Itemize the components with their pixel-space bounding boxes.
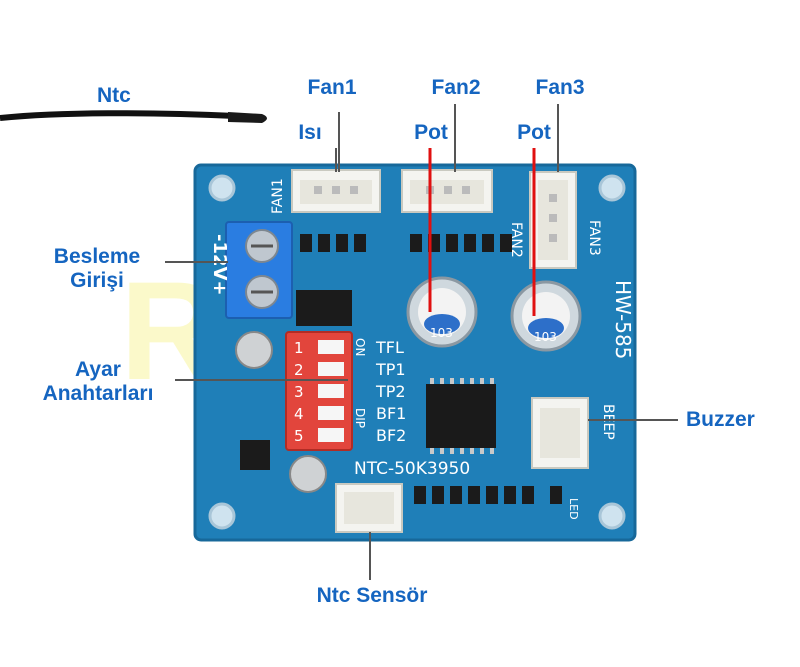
resistor-row-bottom	[414, 486, 562, 504]
label-ayar-line2: Anahtarları	[42, 382, 154, 406]
dip-function-bf1: BF1	[376, 404, 406, 423]
label-fan2: Fan2	[431, 76, 481, 99]
silk-beep: BEEP	[600, 404, 616, 440]
pointer-lines	[165, 104, 678, 580]
label-besleme-line2: Girişi	[70, 269, 124, 293]
label-pot-1: Pot	[414, 121, 448, 144]
capacitor-1	[235, 331, 273, 369]
silk-sensor-type: NTC-50K3950	[354, 459, 470, 479]
dip-function-tp1: TP1	[375, 360, 406, 379]
dip-function-tfl: TFL	[375, 338, 404, 357]
pot-pointer-lines	[428, 148, 536, 316]
buzzer-connector	[531, 397, 589, 469]
mounting-holes	[208, 174, 626, 530]
silk-fan1: FAN1	[270, 178, 286, 214]
capacitor-2	[289, 455, 327, 493]
main-ic	[426, 378, 496, 454]
dip-number-5: 5	[294, 427, 304, 445]
silk-dip-dip: DIP	[353, 408, 367, 428]
silk-fan2: FAN2	[508, 222, 524, 258]
label-buzzer: Buzzer	[686, 408, 755, 431]
silk-led: LED	[567, 498, 580, 520]
dip-number-2: 2	[294, 361, 304, 379]
label-besleme-girisi: Besleme Girişi	[54, 245, 140, 293]
transistor	[240, 440, 270, 470]
silk-dip-on: ON	[353, 338, 367, 356]
silk-fan3: FAN3	[586, 220, 602, 256]
label-ayar-line1: Ayar	[75, 358, 121, 381]
fan2-connector	[401, 169, 493, 213]
fan1-connector	[291, 169, 381, 213]
label-ntc-sensor: Ntc Sensör	[316, 584, 428, 607]
label-besleme-line1: Besleme	[53, 245, 141, 268]
fan3-connector	[529, 171, 577, 269]
dip-function-tp2: TP2	[375, 382, 406, 401]
dip-number-4: 4	[294, 405, 304, 423]
ntc-cable	[0, 110, 237, 121]
dip-number-1: 1	[294, 339, 304, 357]
power-terminal	[225, 221, 293, 319]
ntc-sensor-connector	[335, 483, 403, 533]
silk-pot2-code: 103	[534, 330, 557, 344]
dip-function-bf2: BF2	[376, 426, 406, 445]
regulator-chip	[296, 290, 352, 326]
resistor-row-top	[300, 234, 512, 252]
label-isi: Isı	[298, 121, 322, 144]
label-fan1: Fan1	[307, 76, 357, 99]
label-pot-2: Pot	[517, 121, 551, 144]
ntc-probe-tip	[228, 112, 267, 123]
silk-power: -12V+	[209, 234, 230, 296]
silk-model: HW-585	[611, 280, 635, 359]
label-ntc: Ntc	[97, 84, 131, 107]
silk-pot1-code: 103	[430, 326, 453, 340]
dip-switch	[285, 331, 353, 451]
label-fan3: Fan3	[535, 76, 585, 99]
dip-number-3: 3	[294, 383, 304, 401]
label-ayar-anahtarlari: Ayar Anahtarları	[43, 358, 154, 406]
